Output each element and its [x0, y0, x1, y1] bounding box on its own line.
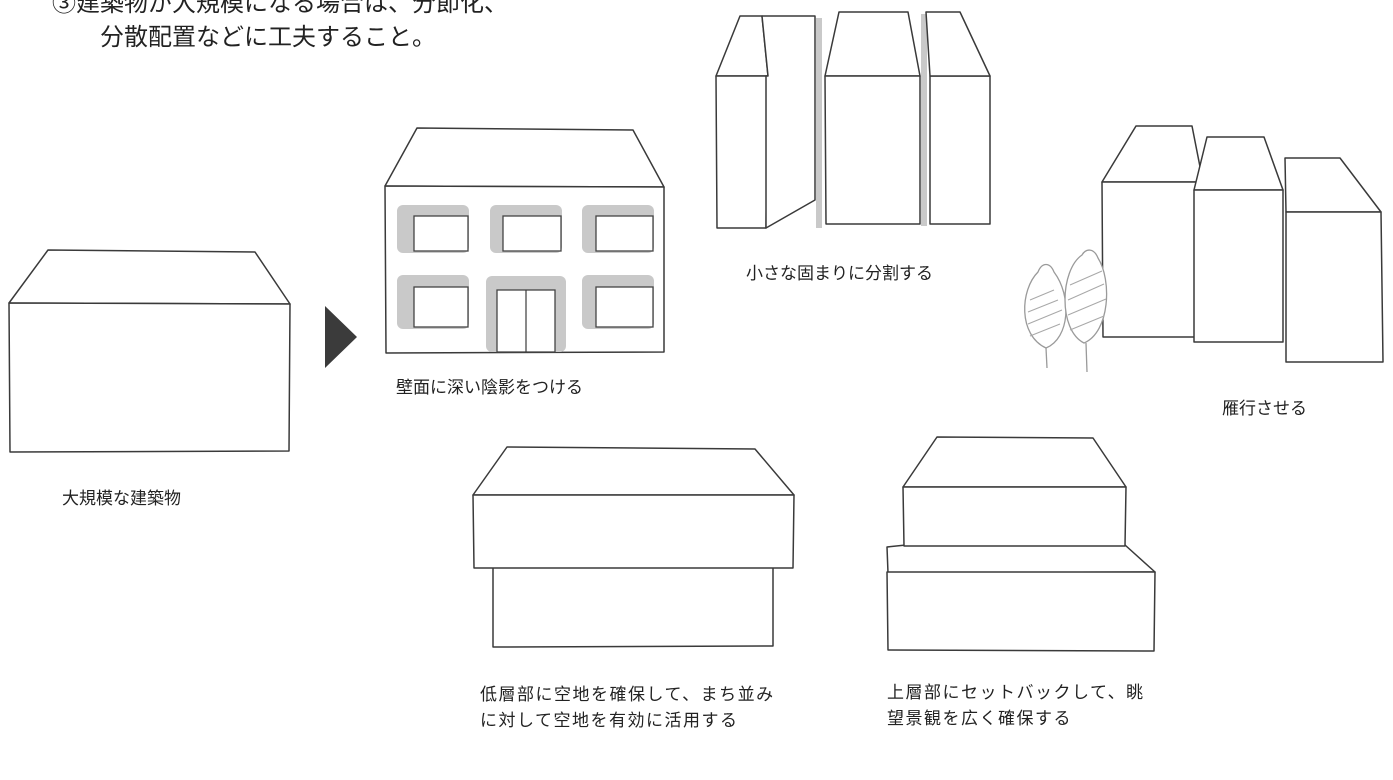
- setback-label: 上層部にセットバックして、眺望景観を広く確保する: [887, 683, 1145, 729]
- divided-blocks-sketch: [715, 11, 991, 229]
- open-space-building-sketch: [472, 446, 795, 648]
- shadowed-wall-building-sketch: [384, 127, 665, 354]
- setback-building-sketch: [886, 436, 1156, 652]
- intro-text: ③建築物が大規模になる場合は、分節化、 分散配置などに工夫すること。: [52, 0, 772, 54]
- open-space-label: 低層部に空地を確保して、まち並みに対して空地を有効に活用する: [480, 685, 775, 731]
- large-building-sketch: [8, 249, 291, 453]
- intro-line-1: ③建築物が大規模になる場合は、分節化、: [52, 0, 508, 17]
- deep-shadow-label: 壁面に深い陰影をつける: [396, 378, 583, 398]
- large-building-label: 大規模な建築物: [62, 489, 181, 509]
- divide-label: 小さな固まりに分割する: [746, 264, 933, 284]
- intro-line-2: 分散配置などに工夫すること。: [100, 23, 436, 51]
- tree-icon: [1024, 263, 1067, 349]
- staggered-buildings-sketch: [1024, 125, 1384, 373]
- stagger-label: 雁行させる: [1222, 399, 1307, 419]
- arrow-right-icon: [325, 306, 357, 368]
